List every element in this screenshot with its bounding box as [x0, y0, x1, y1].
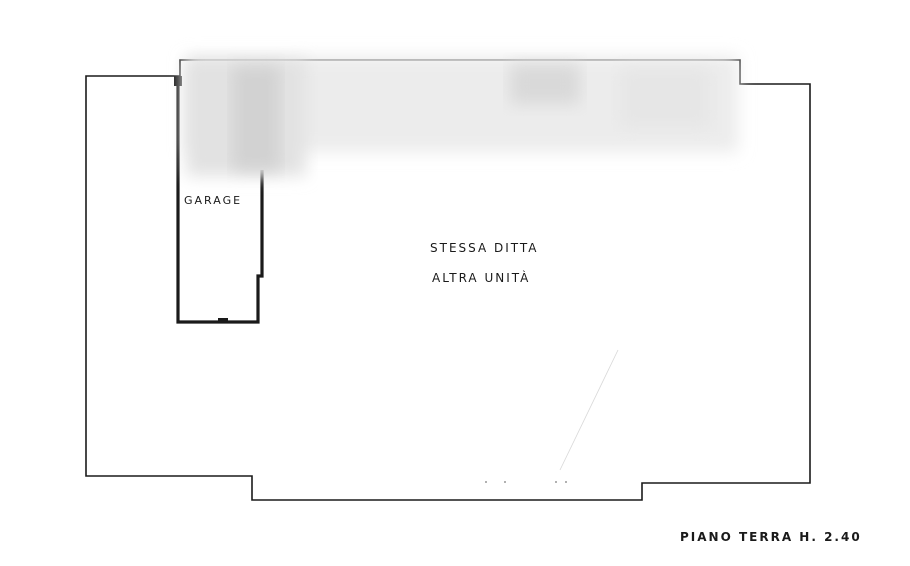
faint-mark — [559, 349, 619, 471]
dotted-marks — [485, 481, 567, 483]
garage-label: GARAGE — [184, 194, 242, 207]
redacted-area — [186, 56, 738, 176]
building-outline — [85, 59, 811, 501]
unit-label-line-2: ALTRA UNITÀ — [432, 270, 530, 285]
floor-caption: PIANO TERRA H. 2.40 — [680, 530, 862, 544]
garage-walls — [174, 76, 264, 324]
unit-label-line-1: STESSA DITTA — [430, 241, 539, 255]
